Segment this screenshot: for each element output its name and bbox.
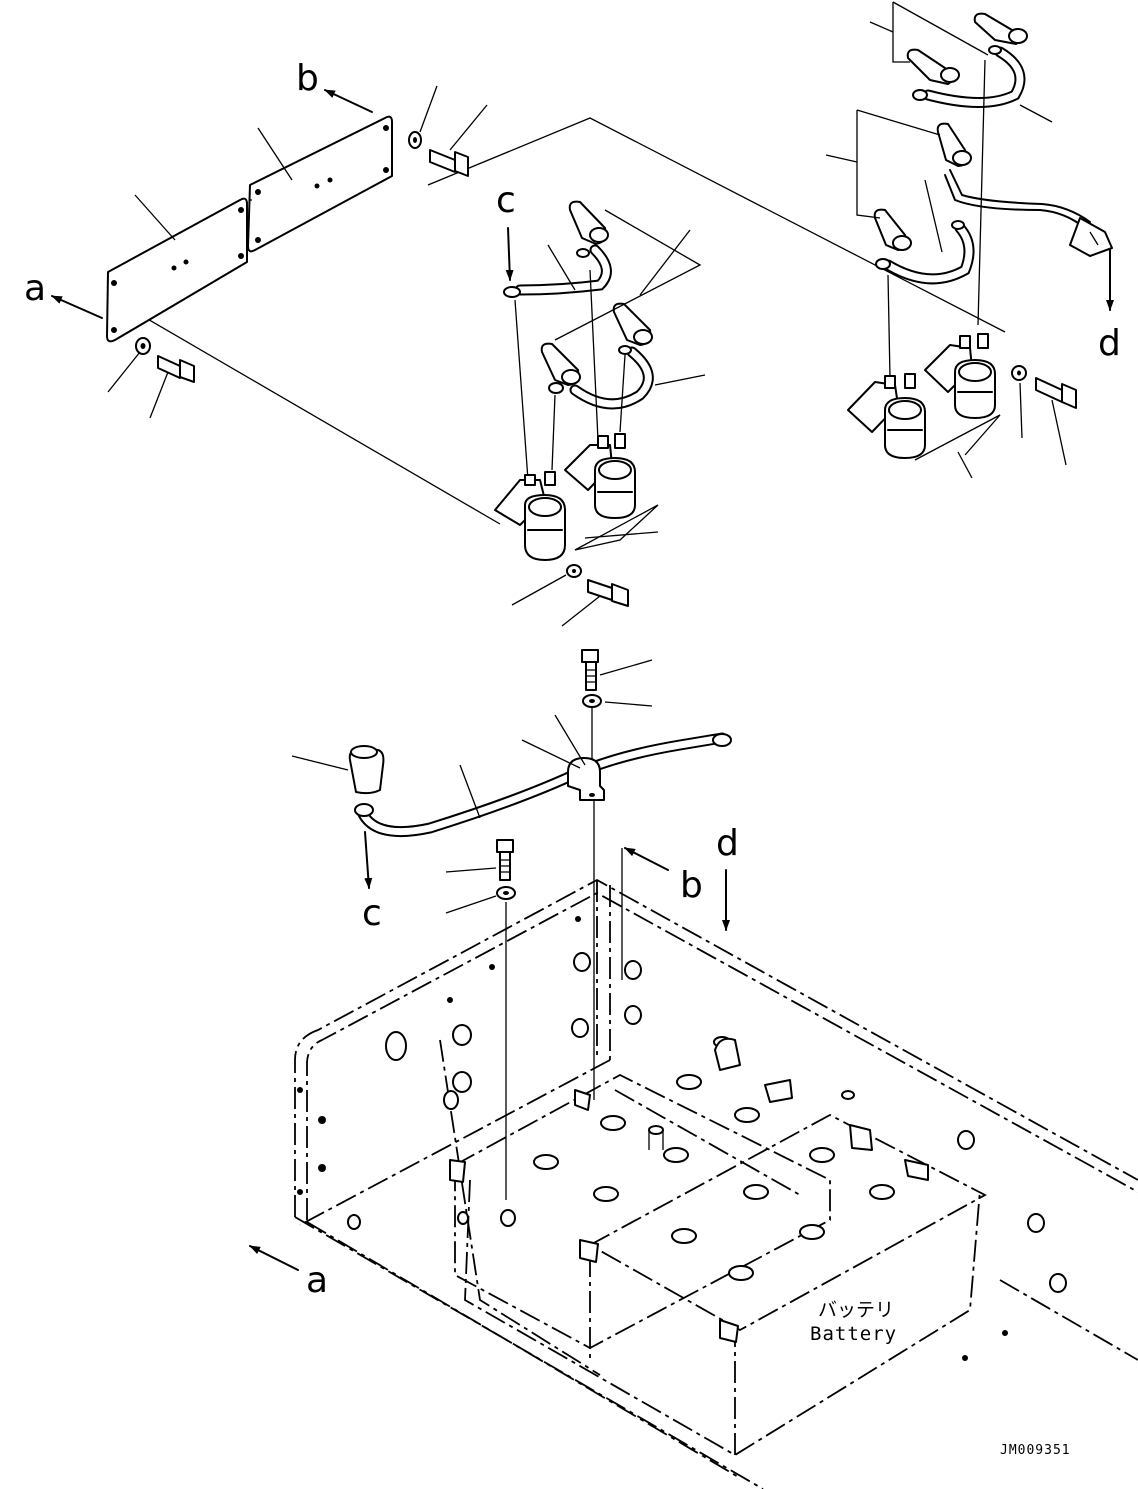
cable-icon	[548, 345, 654, 410]
washer-icon	[408, 131, 422, 149]
terminal-cap-icon	[873, 208, 912, 251]
harness-connector-icon	[944, 169, 1113, 257]
battery-cells	[454, 1036, 987, 1350]
bolt-icon	[429, 149, 469, 177]
label-b-top: b	[296, 58, 319, 99]
arrow-icon	[324, 89, 373, 113]
bolt-icon	[157, 355, 195, 383]
washer-icon	[496, 886, 516, 900]
label-a-bottom: a	[306, 1260, 328, 1301]
washer-icon	[566, 564, 582, 578]
cable-icon	[503, 244, 612, 298]
terminal-cap-icon	[540, 342, 581, 386]
terminal-cap-icon	[936, 122, 972, 167]
terminal-cap-icon	[973, 12, 1028, 45]
cable-icon	[912, 45, 1026, 108]
label-c-bottom: c	[362, 893, 382, 934]
battery-label-en: Battery	[810, 1323, 897, 1345]
label-b-bottom: b	[680, 865, 703, 906]
bolt-icon	[581, 649, 599, 691]
washer-icon	[1011, 365, 1027, 381]
label-a-top: a	[24, 268, 46, 309]
arrow-icon	[624, 847, 669, 871]
arrow-icon	[249, 1245, 299, 1271]
relay-icon	[924, 333, 996, 419]
relay-icon	[494, 471, 566, 561]
arrow-icon	[51, 295, 103, 319]
relay-icon	[564, 433, 636, 519]
label-c-top: c	[496, 180, 516, 221]
cover-plate-rear	[247, 115, 393, 253]
label-d-bottom: d	[716, 823, 739, 864]
bolt-icon	[496, 839, 514, 881]
cover-plate-front	[106, 197, 248, 343]
label-d-right: d	[1098, 323, 1121, 364]
bolt-icon	[587, 579, 629, 607]
arrow-icon	[505, 227, 514, 281]
assembly-plane-lines	[114, 117, 1006, 525]
cable-icon	[354, 732, 732, 838]
arrow-icon	[364, 831, 373, 889]
battery-terminal-icon	[449, 1037, 929, 1343]
terminal-cap-icon	[612, 302, 653, 346]
drawing-code: JM009351	[1000, 1443, 1071, 1458]
terminal-cap-icon	[906, 48, 960, 85]
terminal-cap-icon	[568, 200, 609, 245]
battery-label-jp: バッテリ	[818, 1299, 894, 1321]
relay-icon	[847, 373, 926, 459]
bolt-icon	[1035, 377, 1077, 409]
terminal-cap-icon	[348, 745, 385, 795]
cable-icon	[875, 220, 975, 285]
battery-frame	[294, 878, 1138, 1489]
washer-icon	[582, 694, 602, 708]
frame-holes	[297, 916, 1067, 1361]
washer-icon	[135, 337, 151, 355]
